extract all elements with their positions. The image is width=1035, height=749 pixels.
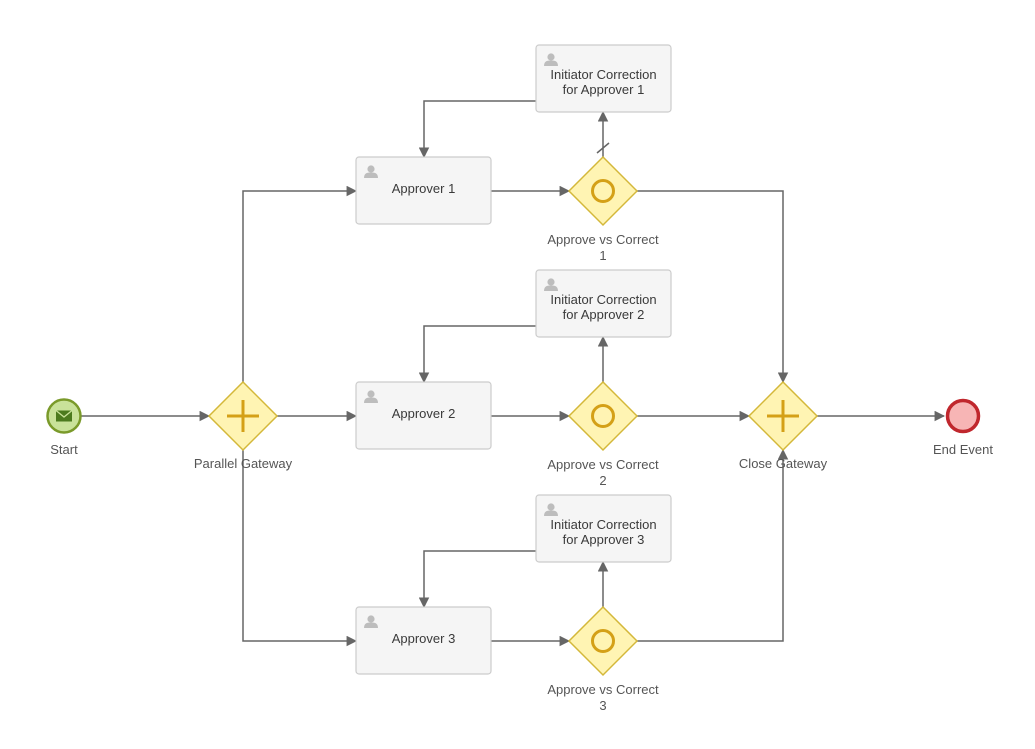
correction-task-label-line-2: for Approver 1 (563, 82, 645, 97)
correction-task-1[interactable]: Initiator Correction for Approver 1 (535, 44, 672, 113)
decision-gateway-label-line-1: Approve vs Correct (547, 232, 659, 247)
flow-parallel-to-approver-1[interactable] (242, 185, 358, 382)
approver-task-label: Approver 2 (392, 406, 456, 421)
decision-gateway-2[interactable] (567, 380, 639, 452)
start-event[interactable] (46, 398, 82, 434)
decision-gateway-label-line-2: 1 (599, 248, 606, 263)
decision-gateway-3[interactable] (567, 605, 639, 677)
decision-gateway-label-line-2: 2 (599, 473, 606, 488)
correction-task-label-line-1: Initiator Correction (550, 517, 656, 532)
flow-correction-1-to-approver-1[interactable] (418, 100, 536, 159)
start-label: Start (50, 442, 78, 457)
approver-task-label: Approver 1 (392, 181, 456, 196)
correction-task-label-line-2: for Approver 3 (563, 532, 645, 547)
end-event-label: End Event (933, 442, 993, 457)
plus-icon (227, 400, 259, 432)
flow-correction-3-to-approver-3[interactable] (418, 550, 536, 609)
default-flow-marker (596, 142, 610, 154)
flow-parallel-to-approver-3[interactable] (242, 450, 358, 647)
circle-icon (591, 179, 615, 203)
end-event[interactable] (945, 398, 981, 434)
correction-task-label-line-1: Initiator Correction (550, 67, 656, 82)
envelope-icon (55, 409, 73, 422)
flow-correction-2-to-approver-2[interactable] (418, 325, 536, 384)
decision-gateway-label-line-1: Approve vs Correct (547, 682, 659, 697)
approver-task-2[interactable]: Approver 2 (355, 381, 492, 450)
circle-icon (591, 404, 615, 428)
approver-task-3[interactable]: Approver 3 (355, 606, 492, 675)
close-gateway-label: Close Gateway (739, 456, 828, 471)
close-gateway[interactable] (747, 380, 819, 452)
approver-task-label: Approver 3 (392, 631, 456, 646)
parallel-gateway[interactable] (207, 380, 279, 452)
parallel-gateway-label: Parallel Gateway (194, 456, 293, 471)
correction-task-label-line-2: for Approver 2 (563, 307, 645, 322)
decision-gateway-1[interactable] (567, 155, 639, 227)
correction-task-label-line-1: Initiator Correction (550, 292, 656, 307)
flow-decision-1-to-close[interactable] (637, 190, 789, 384)
sequence-flows (81, 100, 946, 647)
plus-icon (767, 400, 799, 432)
approver-task-1[interactable]: Approver 1 (355, 156, 492, 225)
decision-gateway-label-line-1: Approve vs Correct (547, 457, 659, 472)
correction-task-2[interactable]: Initiator Correction for Approver 2 (535, 269, 672, 338)
circle-icon (591, 629, 615, 653)
correction-task-3[interactable]: Initiator Correction for Approver 3 (535, 494, 672, 563)
flow-decision-3-to-close[interactable] (637, 448, 789, 642)
decision-gateway-label-line-2: 3 (599, 698, 606, 713)
